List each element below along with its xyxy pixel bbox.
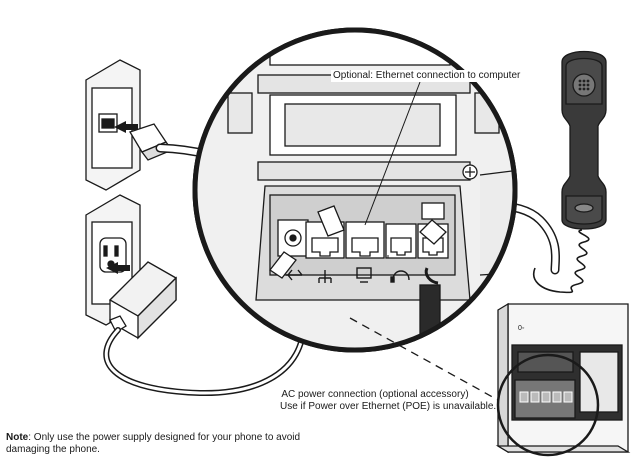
note-body: : Only use the power supply designed for… [6, 432, 301, 455]
ethernet-callout-label: Optional: Ethernet connection to compute… [331, 70, 523, 82]
inset-ports [519, 391, 573, 403]
handset-icon [424, 267, 439, 285]
phone-handset-icon [561, 50, 607, 230]
network-icon [318, 270, 332, 283]
computer-icon [356, 267, 372, 283]
ac-power-callout: AC power connection (optional accessory)… [280, 389, 497, 413]
power-adapter-icon [108, 261, 178, 340]
callout-lines [364, 81, 421, 258]
note-text: Note: Only use the power supply designed… [6, 432, 326, 456]
note-prefix: Note [6, 432, 29, 443]
usb-icon [286, 269, 303, 281]
insert-arrow-icon [106, 121, 138, 274]
phone-overview-inset: 0◦ [495, 302, 631, 454]
svg-text:0◦: 0◦ [518, 325, 524, 332]
port-icons [286, 267, 439, 285]
ac-callout-line1: AC power connection (optional accessory) [281, 389, 469, 400]
cable-plugs [269, 205, 447, 279]
coiled-cord [533, 229, 590, 294]
headset-icon [390, 270, 410, 283]
inset-highlight-circle [496, 353, 600, 457]
inset-dashed-line [349, 317, 499, 401]
ac-callout-line2: Use if Power over Ethernet (POE) is unav… [280, 401, 497, 412]
